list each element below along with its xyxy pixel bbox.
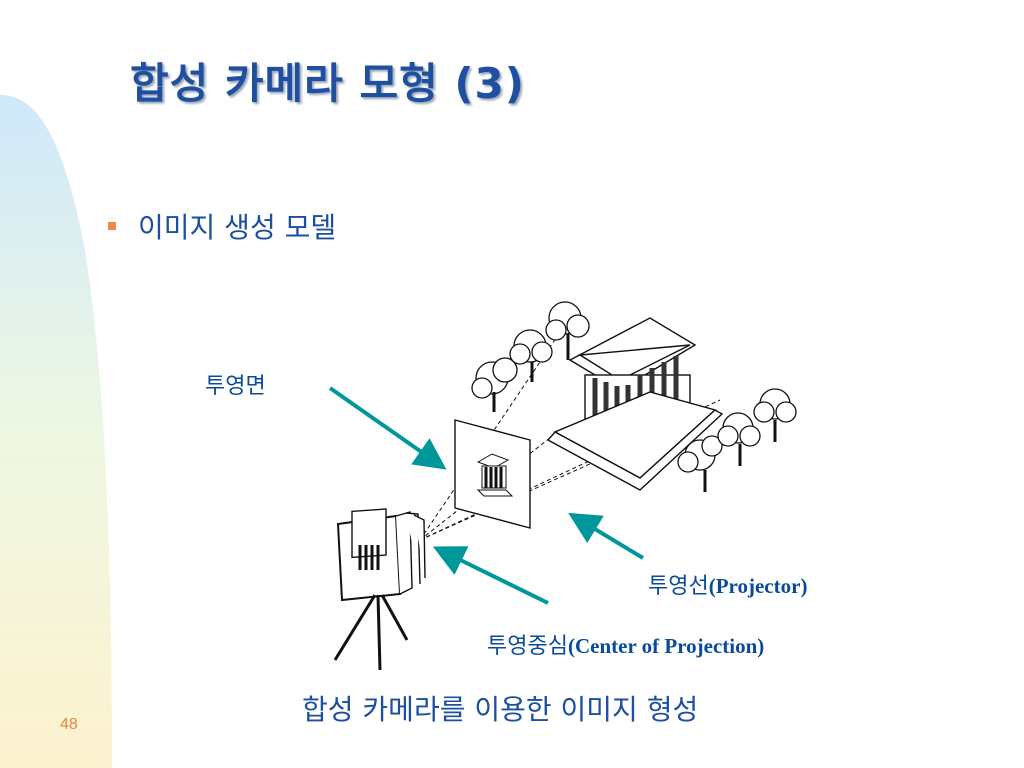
trees: [471, 301, 797, 492]
synthetic-camera-illustration: [333, 301, 797, 671]
label-projection-plane: 투영면: [205, 374, 266, 399]
slide-title: 합성 카메라 모형 (3): [130, 59, 525, 108]
label-projector: 투영선(Projector): [648, 568, 807, 600]
figure-caption: 합성 카메라를 이용한 이미지 형성: [302, 693, 699, 726]
label-center-kr: 투영중심: [487, 634, 568, 659]
arrow-to-plane: [328, 386, 447, 470]
camera-body: [336, 508, 426, 602]
arrow-to-projector: [568, 512, 645, 560]
label-center-en: (Center of Projection): [567, 634, 765, 658]
bullet-text: 이미지 생성 모델: [138, 211, 337, 244]
label-projector-en: (Projector): [708, 574, 808, 598]
label-center-of-projection: 투영중심(Center of Projection): [487, 628, 764, 660]
label-projector-kr: 투영선: [648, 574, 709, 599]
page-number: 48: [60, 716, 78, 733]
projected-temple-image: [476, 453, 514, 497]
camera-tripod: [333, 594, 409, 671]
temple: [546, 317, 724, 491]
bullet-square-icon: [108, 222, 116, 230]
bullet-item: 이미지 생성 모델: [108, 206, 336, 246]
arrow-to-center: [432, 546, 549, 605]
